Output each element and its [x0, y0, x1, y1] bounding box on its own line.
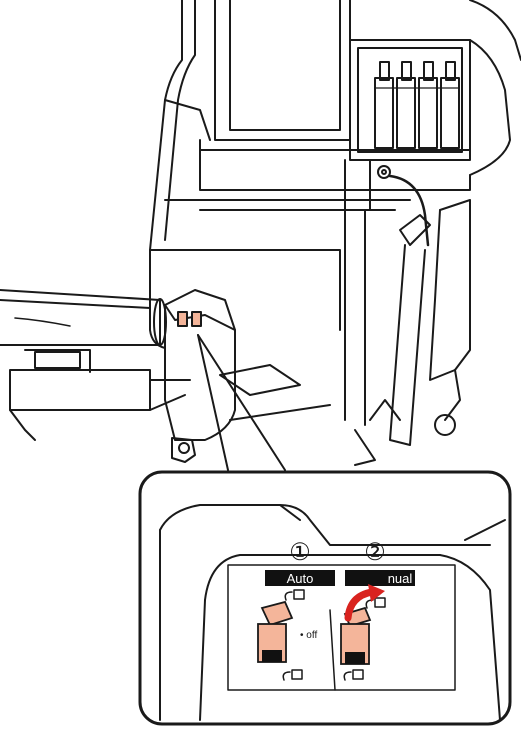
- svg-text:nual: nual: [388, 571, 413, 586]
- ink-cartridges: [375, 62, 459, 148]
- stand-frame: [150, 200, 470, 465]
- step-1-marker: ①: [289, 539, 311, 566]
- zoom-callout: [140, 472, 510, 724]
- off-label: • off: [300, 630, 317, 641]
- media-roll: [0, 290, 166, 345]
- switch-highlight-a: [178, 312, 187, 326]
- takeup-unit: [10, 290, 330, 462]
- switch-highlight-b: [192, 312, 201, 326]
- manual-label: nual: [345, 570, 415, 586]
- callout-line-right: [198, 335, 285, 470]
- auto-switch[interactable]: [258, 602, 292, 662]
- auto-label: Auto: [265, 570, 335, 586]
- callout-line-left: [198, 335, 228, 470]
- step-2-marker: ②: [364, 539, 386, 566]
- printer-body: [150, 0, 521, 348]
- svg-text:Auto: Auto: [287, 571, 314, 586]
